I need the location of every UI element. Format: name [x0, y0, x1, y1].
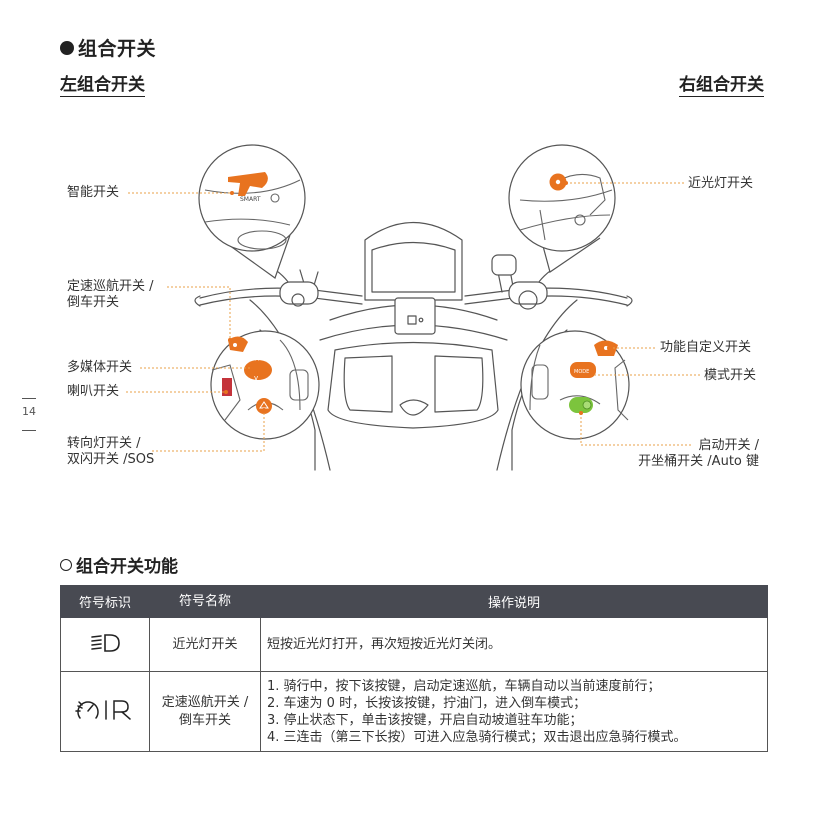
low-beam-icon — [91, 633, 120, 652]
header-name: 符号名称 — [149, 585, 261, 618]
label-multimedia: 多媒体开关 — [67, 360, 133, 375]
table-row: 近光灯开关 短按近光灯打开，再次短按近光灯关闭。 — [60, 617, 768, 672]
label-smart-switch: 智能开关 — [67, 185, 120, 200]
section-function-title: 组合开关功能 — [60, 552, 178, 577]
cruise-reverse-icon — [75, 699, 131, 720]
svg-text:SMART: SMART — [240, 196, 261, 203]
bullet-open-icon — [60, 558, 72, 571]
label-turn-signal: 转向灯开关 / 双闪开关 /SOS — [67, 436, 155, 467]
handlebar-diagram: SMART ^ v — [126, 144, 700, 471]
left-switch-subtitle: 左组合开关 — [60, 70, 145, 97]
label-horn: 喇叭开关 — [67, 384, 120, 399]
description-cell: 短按近光灯打开，再次短按近光灯关闭。 — [260, 617, 768, 672]
label-start: 启动开关 / 开坐桶开关 /Auto 键 — [638, 438, 759, 469]
svg-text:^: ^ — [254, 358, 260, 366]
bullet-filled-icon — [60, 40, 74, 55]
description-cell: 1. 骑行中，按下该按键，启动定速巡航，车辆自动以当前速度前行； 2. 车速为 … — [260, 671, 768, 752]
symbol-cell — [60, 671, 150, 752]
label-custom-function: 功能自定义开关 — [660, 340, 752, 355]
page-number: 14 — [22, 405, 36, 418]
symbol-cell — [60, 617, 150, 672]
page-number-divider-top — [22, 398, 36, 399]
function-table: 符号标识 符号名称 操作说明 近光灯开关 短按近光灯打开，再次短 — [60, 585, 768, 752]
table-row: 定速巡航开关 / 倒车开关 1. 骑行中，按下该按键，启动定速巡航，车辆自动以当… — [60, 671, 768, 752]
label-low-beam: 近光灯开关 — [688, 176, 754, 191]
label-cruise-reverse: 定速巡航开关 / 倒车开关 — [67, 279, 154, 310]
header-symbol: 符号标识 — [60, 585, 150, 618]
svg-text:v: v — [254, 374, 258, 382]
header-description: 操作说明 — [260, 585, 768, 618]
name-cell: 近光灯开关 — [149, 617, 261, 672]
section-title: 组合开关 — [60, 34, 156, 61]
label-mode-switch: 模式开关 — [704, 368, 757, 383]
name-cell: 定速巡航开关 / 倒车开关 — [149, 671, 261, 752]
svg-text:MODE: MODE — [574, 369, 589, 375]
table-header-row: 符号标识 符号名称 操作说明 — [60, 585, 768, 618]
right-switch-subtitle: 右组合开关 — [679, 70, 764, 97]
page-number-divider-bottom — [22, 430, 36, 431]
